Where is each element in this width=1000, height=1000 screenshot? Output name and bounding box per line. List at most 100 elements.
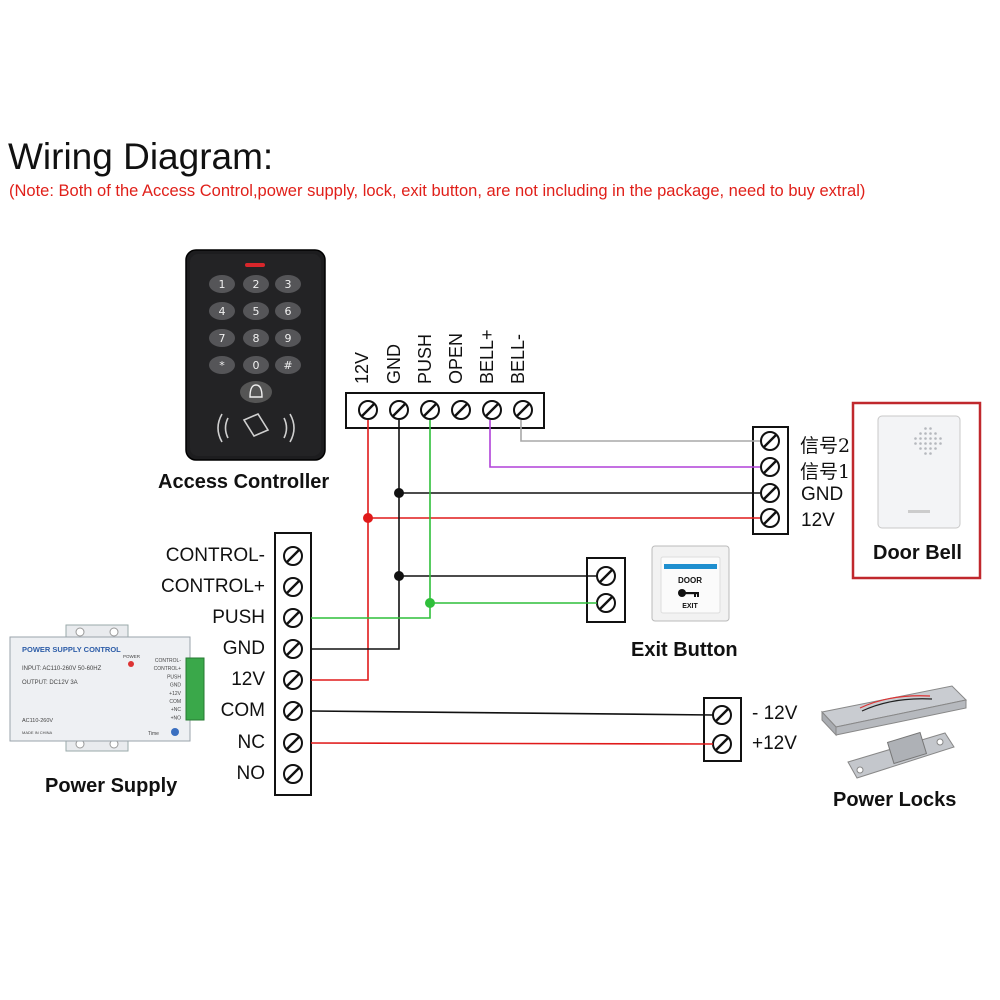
- keypad-key: #: [275, 356, 301, 374]
- grille-hole: [919, 437, 922, 440]
- ps-device-output: OUTPUT: DC12V 3A: [22, 680, 78, 686]
- grille-hole: [924, 427, 927, 430]
- junction-dot-green: [425, 598, 435, 608]
- wire-red-nc: [310, 742, 714, 745]
- ps-device-terminal-label: PUSH: [167, 674, 181, 680]
- grille-hole: [939, 437, 942, 440]
- bell-terminal-label-12v: 12V: [801, 510, 835, 531]
- grille-hole: [934, 447, 937, 450]
- keypad-key-label: 8: [253, 332, 260, 345]
- grille-hole: [924, 442, 927, 445]
- grille-hole: [929, 442, 932, 445]
- keypad-key: 8: [243, 329, 269, 347]
- exit-button-device: DOOR EXIT: [651, 545, 730, 622]
- power-locks-label: Power Locks: [833, 789, 957, 811]
- keypad-key-label: 5: [253, 305, 260, 318]
- ps-device-made: MADE IN CHINA: [22, 730, 53, 735]
- lock-terminal-label-plus-12v: +12V: [752, 733, 797, 754]
- card-reader-icon: [217, 412, 295, 443]
- power-supply-device: POWER SUPPLY CONTROL INPUT: AC110-260V 5…: [9, 624, 205, 752]
- grille-hole: [929, 432, 932, 435]
- ps-terminal-label-push: PUSH: [212, 607, 265, 628]
- note-text: (Note: Both of the Access Control,power …: [9, 182, 866, 200]
- grille-hole: [924, 437, 927, 440]
- grille-hole: [919, 432, 922, 435]
- key-icon: [678, 589, 699, 597]
- grille-hole: [929, 447, 932, 450]
- ps-terminal-label-control-plus: CONTROL+: [161, 576, 265, 597]
- keypad-key-label: #: [283, 359, 292, 372]
- lock-terminal-label-minus-12v: - 12V: [752, 703, 798, 724]
- keypad-key: 5: [243, 302, 269, 320]
- keypad-key-label: 9: [285, 332, 292, 345]
- grille-hole: [914, 442, 917, 445]
- grille-hole: [914, 437, 917, 440]
- strike-lock-device: [847, 731, 955, 779]
- keypad-key-label: 1: [219, 278, 226, 291]
- ps-terminal-label-control-minus: CONTROL-: [165, 545, 265, 566]
- grille-hole: [939, 442, 942, 445]
- ps-device-terminal-label: GND: [170, 683, 182, 689]
- keypad-keys: 1 2 3 4 5 6 7 8 9 * 0 #: [209, 275, 301, 374]
- wires: [310, 420, 760, 745]
- door-bell-label: Door Bell: [873, 542, 962, 564]
- keypad-key: 7: [209, 329, 235, 347]
- bell-key-icon: [240, 381, 272, 403]
- keypad-key-label: 0: [253, 359, 260, 372]
- ps-terminal-label-nc: NC: [237, 732, 265, 753]
- magnetic-lock-device: [821, 685, 968, 737]
- keypad-key: 2: [243, 275, 269, 293]
- ps-terminal-block: [274, 532, 312, 796]
- bell-terminal-label-sig1: 信号1: [800, 461, 851, 483]
- ps-device-terminal-label: CONTROL-: [155, 658, 181, 664]
- junction-dot-black-1: [394, 488, 404, 498]
- keypad-key: 3: [275, 275, 301, 293]
- page-title: Wiring Diagram:: [8, 136, 274, 177]
- ps-terminal-label-no: NO: [236, 763, 266, 784]
- ps-terminal-label-gnd: GND: [222, 638, 265, 659]
- keypad-key: 9: [275, 329, 301, 347]
- access-controller-device: 1 2 3 4 5 6 7 8 9 * 0 #: [185, 249, 326, 461]
- grille-hole: [929, 452, 932, 455]
- grille-hole: [929, 437, 932, 440]
- grille-hole: [934, 442, 937, 445]
- keypad-key: 1: [209, 275, 235, 293]
- ps-device-terminal-label: COM: [169, 699, 181, 705]
- door-bell-device: [877, 415, 961, 529]
- ps-terminal-label-12v: 12V: [231, 669, 265, 690]
- bell-terminal-label-sig2: 信号2: [800, 435, 851, 457]
- wire-red-12v: [311, 420, 369, 681]
- keypad-key: *: [209, 356, 235, 374]
- grille-hole: [919, 442, 922, 445]
- grille-hole: [924, 452, 927, 455]
- grille-hole: [924, 432, 927, 435]
- grille-hole: [934, 432, 937, 435]
- ps-device-header: POWER SUPPLY CONTROL: [22, 645, 121, 654]
- keypad-key-label: 6: [285, 305, 292, 318]
- grille-hole: [934, 437, 937, 440]
- exit-face-bottom: EXIT: [682, 603, 698, 610]
- keypad-key-label: 2: [253, 278, 260, 291]
- exit-face-top: DOOR: [678, 576, 702, 585]
- ps-device-terminal-label: +NO: [171, 715, 182, 721]
- keypad-key-label: 3: [285, 278, 292, 291]
- keypad-key-label: 4: [219, 305, 226, 318]
- junction-dot-black-2: [394, 571, 404, 581]
- ac-terminal-block: [345, 392, 545, 429]
- ps-device-terminal-label: CONTROL+: [154, 666, 181, 672]
- grille-hole: [924, 447, 927, 450]
- junction-dot-red: [363, 513, 373, 523]
- exit-button-label: Exit Button: [631, 639, 738, 661]
- access-controller-label: Access Controller: [158, 471, 330, 493]
- power-supply-label: Power Supply: [45, 775, 178, 797]
- keypad-key: 0: [243, 356, 269, 374]
- keypad-key-label: 7: [219, 332, 226, 345]
- ps-device-power: POWER: [123, 654, 141, 659]
- grille-hole: [929, 427, 932, 430]
- wire-green-push: [311, 420, 431, 619]
- bell-terminal-label-gnd: GND: [801, 484, 844, 505]
- keypad-key: 4: [209, 302, 235, 320]
- ps-device-terminal-label: +12V: [169, 691, 181, 697]
